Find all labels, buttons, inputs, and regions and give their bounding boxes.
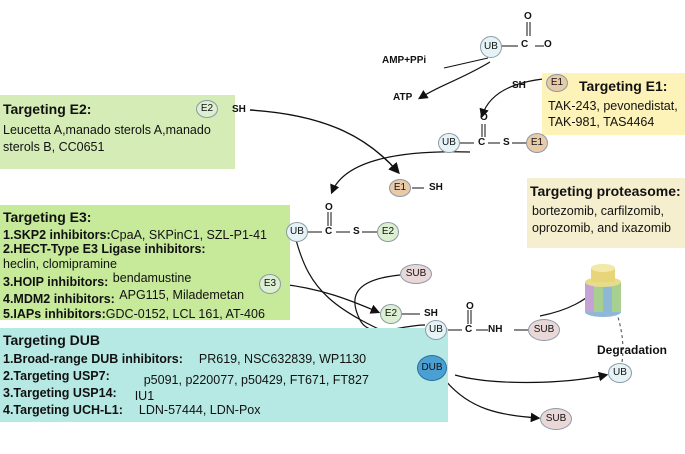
sulfur-e2: S	[353, 226, 360, 237]
e1-node-free: E1	[389, 179, 411, 197]
atp-label: ATP	[393, 92, 413, 103]
oxygen-top: O	[524, 11, 532, 22]
sub-node-released: SUB	[540, 408, 572, 430]
oxygen-e2: O	[325, 202, 333, 213]
e1-node-loaded: E1	[526, 133, 548, 153]
carbon-top: C	[521, 39, 529, 50]
e3-item-hect-label: 2.HECT-Type E3 Ligase inhibitors:	[3, 242, 206, 256]
carbon-sub: C	[465, 324, 473, 335]
e1-node-top: E1	[546, 74, 568, 92]
targeting-e2-title: Targeting E2:	[3, 101, 92, 117]
e2-sh-released-label: SH	[424, 308, 438, 319]
degradation-label: Degradation	[597, 343, 668, 357]
e3-item-iaps: 5.IAPs inhibitors:GDC-0152, LCL 161, AT-…	[3, 307, 265, 321]
e3-item-hoip: 3.HOIP inhibitors: bendamustine	[3, 271, 192, 289]
sulfur-e1: S	[503, 137, 510, 148]
e3-item-skp2: 1.SKP2 inhibitors:CpaA, SKPinC1, SZL-P1-…	[3, 228, 267, 242]
proteasome-icon	[585, 264, 621, 317]
arrow-e3-e2	[279, 283, 381, 314]
targeting-proteasome-box: Targeting proteasome: bortezomib, carfil…	[527, 178, 685, 248]
targeting-e1-line-1: TAK-243, pevonedistat,	[548, 99, 678, 113]
arrow-sub-binding	[354, 274, 426, 331]
dub-item-usp7: 2.Targeting USP7:p5091, p220077, p50429,…	[3, 369, 369, 387]
oxygen-thioester: O	[480, 112, 488, 123]
arrow-e2-load	[249, 109, 400, 175]
e2-node-released: E2	[380, 304, 402, 324]
targeting-e1-title: Targeting E1:	[579, 78, 668, 94]
targeting-e1-line-2: TAK-981, TAS4464	[548, 115, 655, 129]
e3-node: E3	[259, 274, 281, 294]
ub-node-e2: UB	[286, 222, 308, 242]
targeting-e2-line-2: sterols B, CC0651	[3, 140, 105, 154]
dub-item-broad: 1.Broad-range DUB inhibitors:PR619, NSC6…	[3, 352, 367, 366]
targeting-proteasome-line-1: bortezomib, carfilzomib,	[532, 204, 664, 218]
sub-node-free: SUB	[400, 264, 432, 284]
e1-sh-label: SH	[512, 80, 526, 91]
oxygen-side: O	[544, 39, 552, 50]
carbon-e1: C	[478, 137, 486, 148]
e1-sh-free-label: SH	[429, 182, 443, 193]
targeting-e3-box: Targeting E3: 1.SKP2 inhibitors:CpaA, SK…	[0, 205, 290, 321]
targeting-e2-box: Targeting E2: Leucetta A,manado sterols …	[0, 95, 235, 169]
arrow-degradation	[610, 297, 624, 363]
targeting-dub-title: Targeting DUB	[3, 332, 100, 348]
targeting-dub-box: Targeting DUB 1.Broad-range DUB inhibito…	[0, 328, 448, 422]
arrow-dub-ub	[454, 371, 609, 384]
sub-node-conjugated: SUB	[528, 319, 560, 341]
carbon-e2: C	[325, 226, 333, 237]
amp-ppi-label: AMP+PPi	[382, 55, 427, 66]
nh-label: NH	[488, 324, 503, 335]
arrow-dub-sub	[444, 379, 541, 423]
oxygen-sub: O	[466, 301, 474, 312]
ub-node-sub: UB	[425, 320, 447, 340]
targeting-proteasome-line-2: oprozomib, and ixazomib	[532, 221, 671, 235]
targeting-e3-title: Targeting E3:	[3, 209, 92, 225]
e3-item-hect-value: heclin, clomipramine	[3, 257, 117, 271]
e2-node-free: E2	[196, 100, 218, 118]
dub-item-uchl1: 4.Targeting UCH-L1:LDN-57444, LDN-Pox	[3, 403, 261, 417]
ub-node-e1: UB	[438, 133, 460, 153]
targeting-proteasome-title: Targeting proteasome:	[530, 183, 681, 199]
e2-sh-label: SH	[232, 104, 246, 115]
e2-node-loaded: E2	[377, 222, 399, 242]
ub-node-top: UB	[480, 36, 502, 58]
arrow-atp	[417, 61, 491, 100]
dub-node: DUB	[417, 355, 447, 381]
targeting-e2-line-1: Leucetta A,manado sterols A,manado	[3, 123, 211, 137]
e3-item-mdm2: 4.MDM2 inhibitors: APG115, Milademetan	[3, 288, 245, 306]
ub-node-recycled: UB	[608, 363, 632, 383]
dub-item-usp14: 3.Targeting USP14:IU1	[3, 386, 155, 403]
